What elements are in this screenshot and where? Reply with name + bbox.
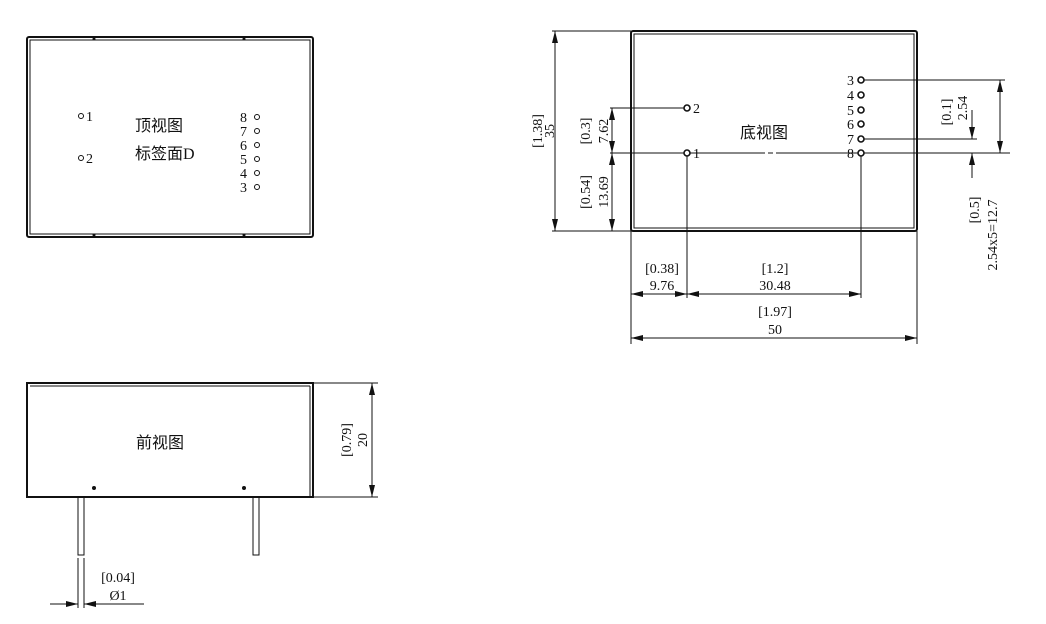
bottom-view-outline — [630, 30, 918, 232]
top-view-subtitle: 标签面D — [135, 145, 195, 163]
dim-label: 20 — [356, 433, 371, 447]
dim-label: Ø1 — [109, 589, 126, 604]
dim-label: [0.04] — [101, 571, 135, 586]
dim-label: 2.54 — [956, 96, 971, 121]
pin-label: 8 — [240, 111, 247, 126]
dim-label: [0.79] — [340, 423, 355, 457]
pin-label: 7 — [847, 133, 854, 148]
bottom-right-pins: 3 4 5 6 7 8 — [847, 74, 1005, 162]
pin-label: 6 — [240, 139, 247, 154]
dim-label: 7.62 — [597, 119, 612, 144]
dim-label: [0.38] — [645, 262, 679, 277]
bottom-view: 底视图 2 1 3 4 5 6 7 8 [1.38] 35 [0.3] 7.62… — [531, 30, 1010, 344]
bottom-view-title: 底视图 — [740, 124, 788, 142]
dim-label: [1.2] — [762, 262, 789, 277]
dim-label: 13.69 — [597, 176, 612, 208]
top-view-outline — [26, 36, 314, 238]
pin-label: 2 — [693, 102, 700, 117]
dim-label: [0.1] — [940, 99, 955, 126]
pin-label: 6 — [847, 118, 854, 133]
pin-label: 1 — [693, 147, 700, 162]
pin-label: 4 — [240, 167, 247, 182]
front-view-outline — [26, 382, 314, 498]
top-view-inner-outline — [29, 39, 311, 235]
pin-marker — [78, 155, 84, 161]
pin-label: 7 — [240, 125, 247, 140]
dim-label: 2.54x5=12.7 — [986, 200, 1001, 271]
bottom-view-inner-outline — [633, 33, 915, 229]
pin-label: 3 — [847, 74, 854, 89]
dim-label: 9.76 — [650, 279, 675, 294]
pin-1 — [683, 149, 691, 157]
dim-label: 30.48 — [759, 279, 791, 294]
pin-lead — [77, 496, 85, 556]
dim-label: 35 — [543, 124, 558, 138]
pin-label: 5 — [240, 153, 247, 168]
front-view-title: 前视图 — [136, 434, 184, 452]
pin-label: 4 — [847, 89, 854, 104]
dim-label: [1.38] — [531, 114, 546, 148]
pin-label: 2 — [86, 152, 93, 167]
pin-label: 3 — [240, 181, 247, 196]
dim-label: [0.5] — [968, 197, 983, 224]
pin-label: 1 — [86, 110, 93, 125]
pin-label: 8 — [847, 147, 854, 162]
dim-label: [0.3] — [579, 118, 594, 145]
pin-2 — [683, 104, 691, 112]
dim-label: [1.97] — [758, 305, 792, 320]
pin-marker — [78, 113, 84, 119]
pin-lead — [252, 496, 260, 556]
front-view: 前视图 [0.79] 20 [0.04] Ø1 — [26, 382, 378, 608]
top-right-pins: 8 7 6 5 4 3 — [240, 111, 260, 196]
dim-label: 50 — [768, 323, 782, 338]
dim-label: [0.54] — [579, 175, 594, 209]
pin-label: 5 — [847, 104, 854, 119]
top-view: 顶视图 标签面D 1 2 8 7 6 5 4 3 — [26, 36, 314, 238]
top-view-title: 顶视图 — [135, 117, 183, 135]
